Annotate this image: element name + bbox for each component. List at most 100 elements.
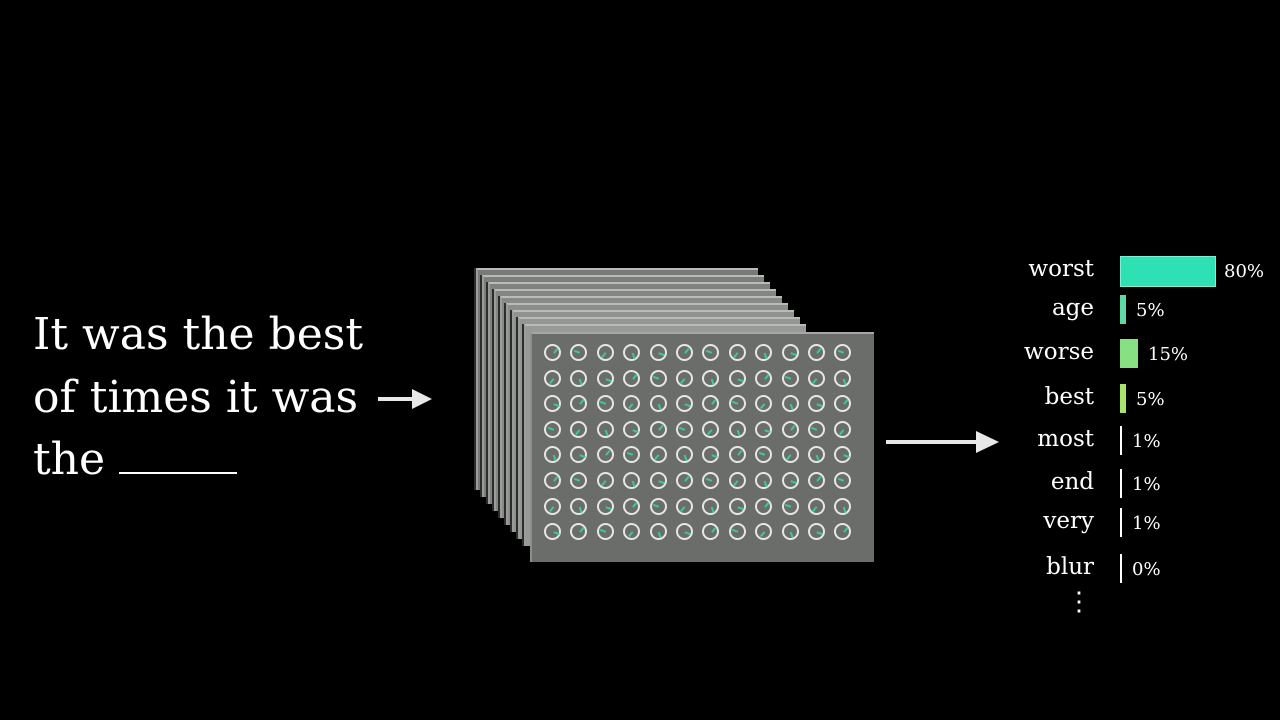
dial-icon xyxy=(728,369,746,387)
probability-label: 1% xyxy=(1132,474,1161,495)
token-label: end xyxy=(1050,469,1094,495)
dial-icon xyxy=(807,446,825,464)
dial-icon xyxy=(807,344,825,361)
dial-icon xyxy=(544,420,561,438)
dial-icon xyxy=(781,420,799,438)
dial-icon xyxy=(834,420,852,438)
dial-icon xyxy=(544,523,561,541)
prompt-line-3: the xyxy=(33,438,238,482)
probability-label: 15% xyxy=(1148,344,1189,365)
dial-icon xyxy=(623,420,641,438)
dial-icon xyxy=(675,420,693,438)
output-arrow-icon xyxy=(886,431,999,453)
dial-icon xyxy=(728,420,746,438)
dial-icon xyxy=(570,369,588,387)
dial-icon xyxy=(834,497,852,515)
dial-icon xyxy=(675,471,693,489)
dial-icon xyxy=(728,446,746,464)
model-layer-stack xyxy=(470,266,880,566)
dial-icon xyxy=(755,369,773,387)
dial-icon xyxy=(649,471,667,489)
dial-icon xyxy=(623,369,641,387)
dial-icon xyxy=(728,344,746,361)
dial-icon xyxy=(596,497,614,515)
dial-icon xyxy=(623,446,641,464)
probability-bar xyxy=(1120,426,1122,455)
probability-label: 80% xyxy=(1224,261,1265,282)
prompt-line-2: of times it was xyxy=(33,372,359,423)
dial-icon xyxy=(649,369,667,387)
dial-icon xyxy=(702,523,720,541)
dial-icon xyxy=(702,344,720,361)
probability-label: 1% xyxy=(1132,431,1161,452)
dial-icon xyxy=(834,369,852,387)
probability-label: 5% xyxy=(1136,389,1165,410)
token-label: blur xyxy=(1046,554,1094,580)
dial-icon xyxy=(728,395,746,413)
dial-icon xyxy=(544,395,561,413)
input-arrow-icon xyxy=(378,389,432,409)
probability-bar xyxy=(1120,508,1122,537)
dial-icon xyxy=(623,497,641,515)
dial-icon xyxy=(570,344,588,361)
probability-bar xyxy=(1120,256,1216,287)
dial-icon xyxy=(755,497,773,515)
dial-icon xyxy=(755,395,773,413)
dial-icon xyxy=(570,395,588,413)
dial-icon xyxy=(728,523,746,541)
dial-icon xyxy=(807,471,825,489)
dial-icon xyxy=(596,471,614,489)
prompt-line-1: It was the best xyxy=(33,309,364,360)
dial-icon xyxy=(702,395,720,413)
dial-icon xyxy=(570,523,588,541)
dial-icon xyxy=(544,344,561,361)
dial-icon xyxy=(702,446,720,464)
dial-icon xyxy=(570,497,588,515)
dial-icon xyxy=(623,395,641,413)
token-label: most xyxy=(1037,426,1094,452)
dial-icon xyxy=(675,369,693,387)
dial-icon xyxy=(728,471,746,489)
dial-icon xyxy=(807,369,825,387)
probability-bar xyxy=(1120,469,1122,498)
dial-icon xyxy=(596,395,614,413)
dial-icon xyxy=(649,395,667,413)
dial-icon xyxy=(702,497,720,515)
probability-label: 5% xyxy=(1136,300,1165,321)
dial-icon xyxy=(755,523,773,541)
dial-grid xyxy=(544,344,861,549)
token-label: age xyxy=(1051,295,1094,321)
dial-icon xyxy=(755,420,773,438)
token-label: worse xyxy=(1024,339,1094,365)
dial-icon xyxy=(728,497,746,515)
dial-icon xyxy=(807,395,825,413)
probability-bar xyxy=(1120,295,1126,324)
probability-bar xyxy=(1120,554,1122,583)
dial-icon xyxy=(675,523,693,541)
dial-icon xyxy=(544,471,561,489)
dial-icon xyxy=(623,471,641,489)
dial-icon xyxy=(807,420,825,438)
dial-icon xyxy=(649,420,667,438)
dial-icon xyxy=(649,497,667,515)
dial-icon xyxy=(781,471,799,489)
dial-icon xyxy=(781,497,799,515)
dial-icon xyxy=(702,369,720,387)
prompt-line-3-text: the xyxy=(33,434,106,485)
dial-icon xyxy=(649,344,667,361)
dial-icon xyxy=(544,369,561,387)
dial-icon xyxy=(596,420,614,438)
dial-icon xyxy=(781,523,799,541)
dial-icon xyxy=(596,344,614,361)
dial-icon xyxy=(755,471,773,489)
dial-icon xyxy=(623,523,641,541)
dial-icon xyxy=(781,446,799,464)
front-layer xyxy=(530,332,874,562)
dial-icon xyxy=(649,446,667,464)
dial-icon xyxy=(702,471,720,489)
dial-icon xyxy=(675,344,693,361)
dial-icon xyxy=(570,420,588,438)
blank-line xyxy=(119,468,238,474)
dial-icon xyxy=(834,344,852,361)
